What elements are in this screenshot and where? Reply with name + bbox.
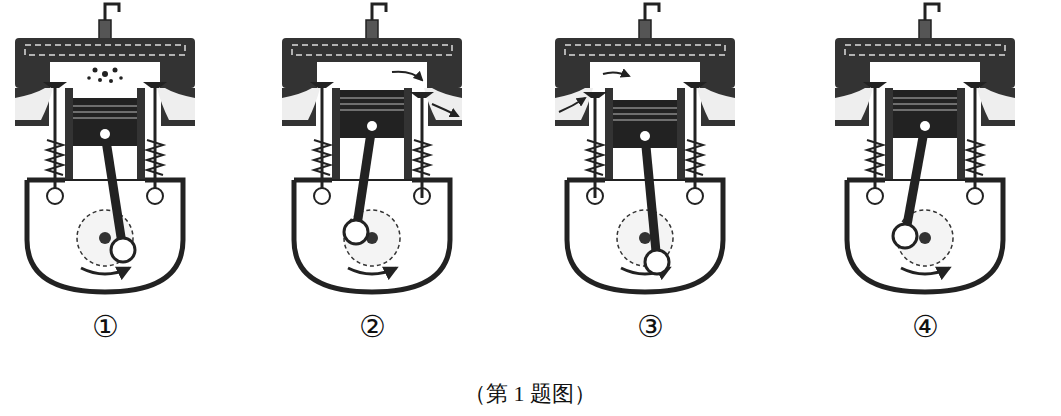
callout-number: ①: [92, 310, 119, 343]
engine-exhaust: [282, 4, 462, 292]
callout-number: ③: [637, 310, 664, 343]
callout-number: ②: [359, 310, 386, 343]
engine-compression: [835, 4, 1015, 292]
engine-power: [15, 4, 195, 292]
callout-number: ④: [912, 310, 939, 343]
figure-caption: （第 1 题图）: [464, 382, 596, 406]
engine-intake: [555, 4, 735, 292]
